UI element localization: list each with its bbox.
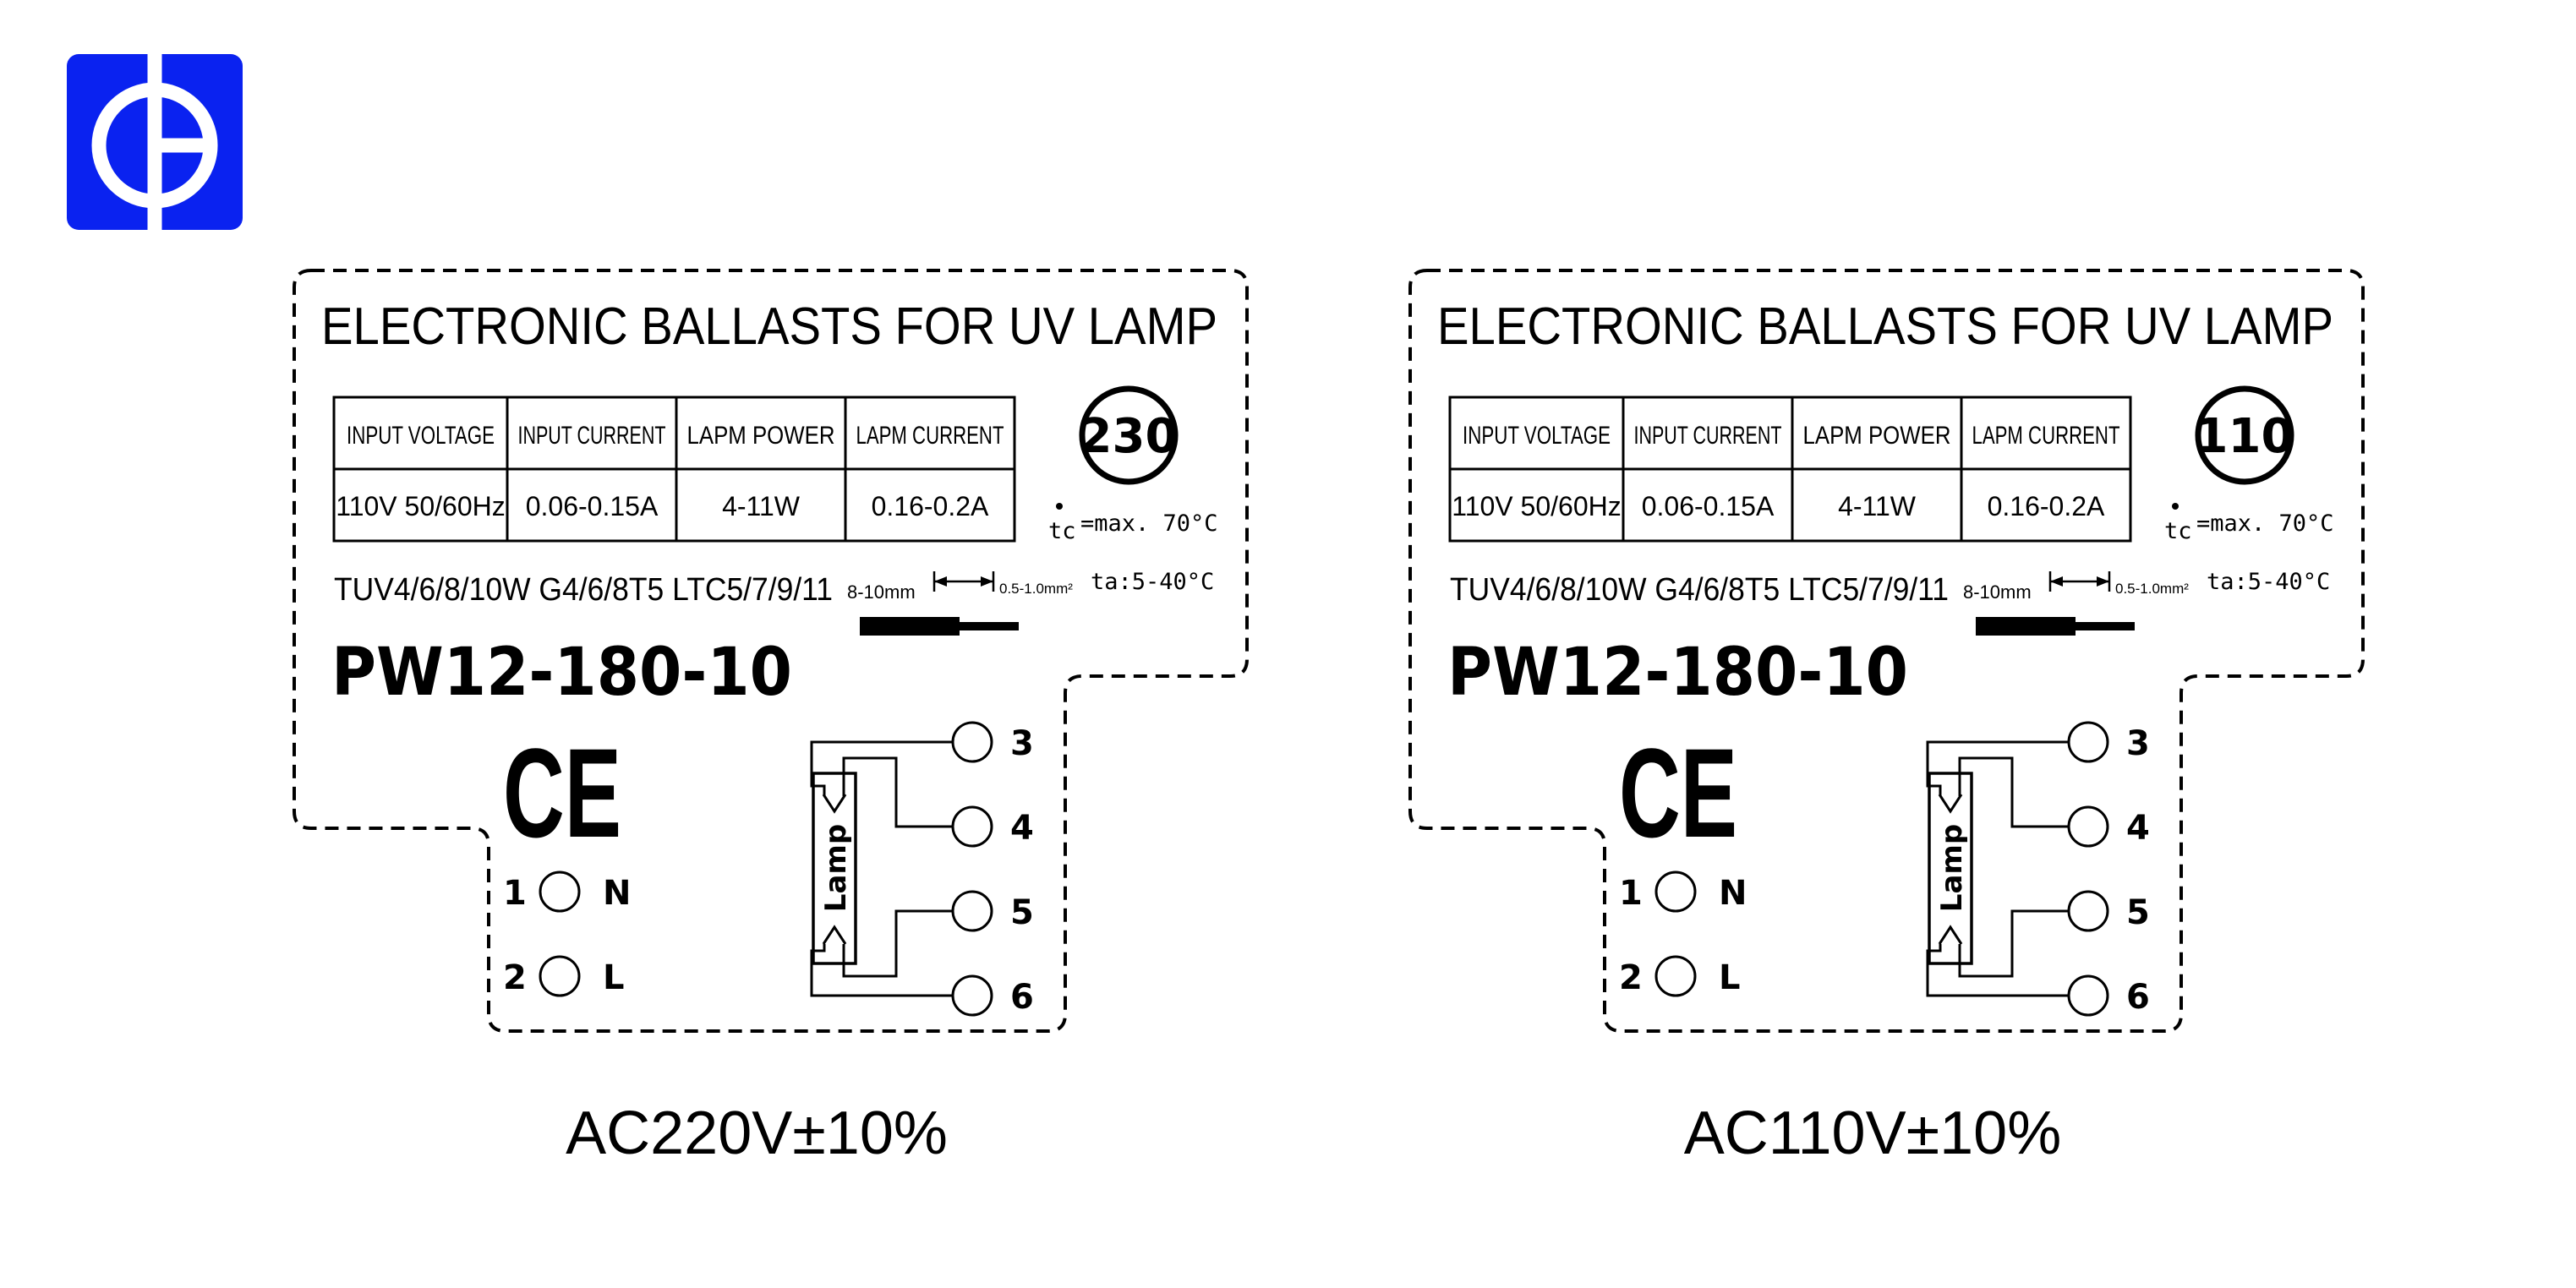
label-outline <box>1408 269 2365 1033</box>
output-terminal-number: 6 <box>1010 978 1034 1017</box>
voltage-badge-text: 110 <box>2196 409 2294 464</box>
lamp-symbol <box>1928 772 1973 965</box>
input-terminal <box>1654 955 1697 997</box>
output-terminal <box>2067 805 2109 848</box>
lamp-label: Lamp <box>819 824 853 912</box>
tc-symbol: tc <box>1048 518 1076 544</box>
voltage-badge <box>1079 385 1179 485</box>
ambient-temp: ta:5-40°C <box>2207 569 2330 595</box>
output-terminal <box>2067 974 2109 1017</box>
wire-strip-icon <box>860 617 960 636</box>
spec-header: LAPM CURRENT <box>856 422 1004 450</box>
voltage-caption-110: AC110V±10% <box>1683 1100 2062 1167</box>
spec-value: 4-11W <box>1838 491 1917 521</box>
input-terminal-number: 1 <box>503 874 527 913</box>
output-terminal <box>951 974 993 1017</box>
spec-value: 110V 50/60Hz <box>336 491 505 521</box>
input-terminal-number: 2 <box>1619 958 1643 997</box>
output-terminal <box>951 805 993 848</box>
spec-value: 110V 50/60Hz <box>1452 491 1621 521</box>
input-terminal-number: 1 <box>1619 874 1643 913</box>
ce-mark-icon: CE <box>1619 722 1737 864</box>
input-terminal <box>539 955 581 997</box>
spec-value: 4-11W <box>722 491 801 521</box>
lamp-label: Lamp <box>1935 824 1969 912</box>
wiring <box>842 909 953 978</box>
ce-mark-icon: CE <box>503 722 621 864</box>
output-terminal-number: 4 <box>2126 809 2150 848</box>
spec-header: LAPM POWER <box>1803 422 1951 450</box>
spec-value: 0.16-0.2A <box>1988 491 2105 521</box>
spec-value: 0.06-0.15A <box>1642 491 1775 521</box>
output-terminal <box>951 890 993 932</box>
input-terminal-name: N <box>603 874 631 913</box>
output-terminal-number: 5 <box>1010 893 1034 932</box>
wire-gauge: 0.5-1.0mm² <box>999 581 1073 597</box>
output-terminal-number: 3 <box>2126 724 2150 763</box>
output-terminal <box>2067 890 2109 932</box>
output-terminal <box>2067 721 2109 763</box>
voltage-badge-text: 230 <box>1080 409 1179 464</box>
output-terminal-number: 4 <box>1010 809 1034 848</box>
label-outline <box>293 269 1249 1033</box>
label-title: ELECTRONIC BALLASTS FOR UV LAMP <box>321 297 1217 356</box>
spec-header: INPUT VOLTAGE <box>347 422 495 450</box>
output-terminal <box>951 721 993 763</box>
wiring <box>1926 944 2069 997</box>
label-title: ELECTRONIC BALLASTS FOR UV LAMP <box>1437 297 2333 356</box>
wiring <box>810 944 953 997</box>
model-number: PW12-180-10 <box>331 635 792 711</box>
spec-value: 0.16-0.2A <box>872 491 989 521</box>
tc-symbol: tc <box>2164 518 2192 544</box>
input-terminal-name: N <box>1719 874 1747 913</box>
voltage-caption-220: AC220V±10% <box>566 1100 948 1167</box>
ambient-temp: ta:5-40°C <box>1091 569 1214 595</box>
wiring <box>1958 756 2069 828</box>
lamp-compatibility: TUV4/6/8/10W G4/6/8T5 LTC5/7/9/11 <box>334 572 833 608</box>
lamp-compatibility: TUV4/6/8/10W G4/6/8T5 LTC5/7/9/11 <box>1450 572 1949 608</box>
wiring <box>810 740 953 796</box>
spec-header: INPUT CURRENT <box>518 422 666 450</box>
wire-strip-icon <box>1976 617 2076 636</box>
spec-header: LAPM CURRENT <box>1972 422 2120 450</box>
spec-header: LAPM POWER <box>687 422 835 450</box>
spec-header: INPUT CURRENT <box>1634 422 1782 450</box>
wiring <box>1958 909 2069 978</box>
ballast-label-110: ELECTRONIC BALLASTS FOR UV LAMP INPUT VOL… <box>1408 269 2365 1033</box>
input-terminal-number: 2 <box>503 958 527 997</box>
voltage-badge <box>2195 385 2294 485</box>
lamp-symbol <box>812 772 857 965</box>
ballast-label-220: ELECTRONIC BALLASTS FOR UV LAMP INPUT VOL… <box>293 269 1249 1033</box>
wiring <box>842 756 953 828</box>
output-terminal-number: 5 <box>2126 893 2150 932</box>
output-terminal-number: 6 <box>2126 978 2150 1017</box>
input-terminal-name: L <box>603 958 625 997</box>
wire-gauge: 0.5-1.0mm² <box>2115 581 2189 597</box>
input-terminal-name: L <box>1719 958 1741 997</box>
phi-logo-icon <box>67 54 243 230</box>
strip-length: 8-10mm <box>1963 581 2032 603</box>
input-terminal <box>1654 870 1697 913</box>
model-number: PW12-180-10 <box>1447 635 1908 711</box>
spec-header: INPUT VOLTAGE <box>1463 422 1611 450</box>
strip-length: 8-10mm <box>847 581 916 603</box>
input-terminal <box>539 870 581 913</box>
tc-max-temp: =max. 70°C <box>2196 510 2334 537</box>
spec-value: 0.06-0.15A <box>526 491 659 521</box>
output-terminal-number: 3 <box>1010 724 1034 763</box>
tc-max-temp: =max. 70°C <box>1080 510 1218 537</box>
wiring <box>1926 740 2069 796</box>
